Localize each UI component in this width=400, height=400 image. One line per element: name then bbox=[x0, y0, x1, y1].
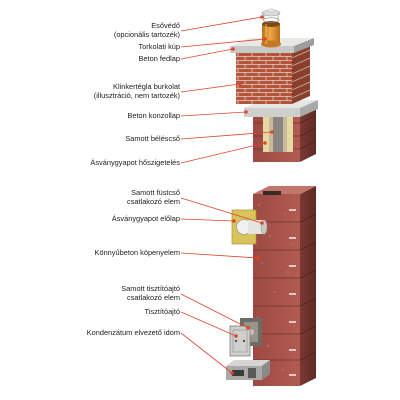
chimney-flue-icon bbox=[261, 21, 281, 48]
label-klinker: Klinkertégla burkolat (illusztráció, nem… bbox=[93, 82, 180, 100]
label-asvanygyapot-hoszigeteles: Ásványgyapot hőszigetelés bbox=[90, 158, 180, 167]
lightweight-concrete-column bbox=[253, 186, 317, 386]
label-asvanygyapot-elolap: Ásványgyapot előlap bbox=[111, 214, 180, 223]
label-kondenzatum: Kondenzátum elvezető idom bbox=[86, 328, 180, 337]
rain-cap-icon bbox=[261, 8, 281, 23]
label-torkolati-kup: Torkolati kúp bbox=[138, 42, 181, 51]
condensate-drain-element bbox=[226, 360, 270, 380]
label-tisztitoajto: Tisztítóajtó bbox=[144, 307, 180, 316]
mineral-wool-face-plate bbox=[231, 209, 257, 245]
lower-section bbox=[226, 186, 317, 386]
upper-block-stack bbox=[253, 102, 317, 162]
label-esovedo: Esővédő (opcionális tartozék) bbox=[113, 21, 180, 39]
door-icon bbox=[229, 325, 251, 357]
upper-section bbox=[230, 8, 318, 162]
label-samott-tisztitoajto: Samott tisztítóajtó csatlakozó elem bbox=[121, 284, 180, 302]
label-samott-fustcso: Samott füstcső csatlakozó elem bbox=[127, 188, 180, 206]
label-konnyubeton-kopenyelem: Könnyűbeton köpenyelem bbox=[94, 248, 180, 257]
leader-lines bbox=[180, 15, 274, 375]
label-samott-belescso: Samott béléscső bbox=[125, 134, 180, 143]
clinker-brick-cladding bbox=[236, 43, 311, 104]
label-beton-fedlap: Beton fedlap bbox=[138, 54, 180, 63]
label-beton-konzollap: Beton konzollap bbox=[127, 111, 180, 120]
flue-connector-element bbox=[248, 219, 268, 235]
